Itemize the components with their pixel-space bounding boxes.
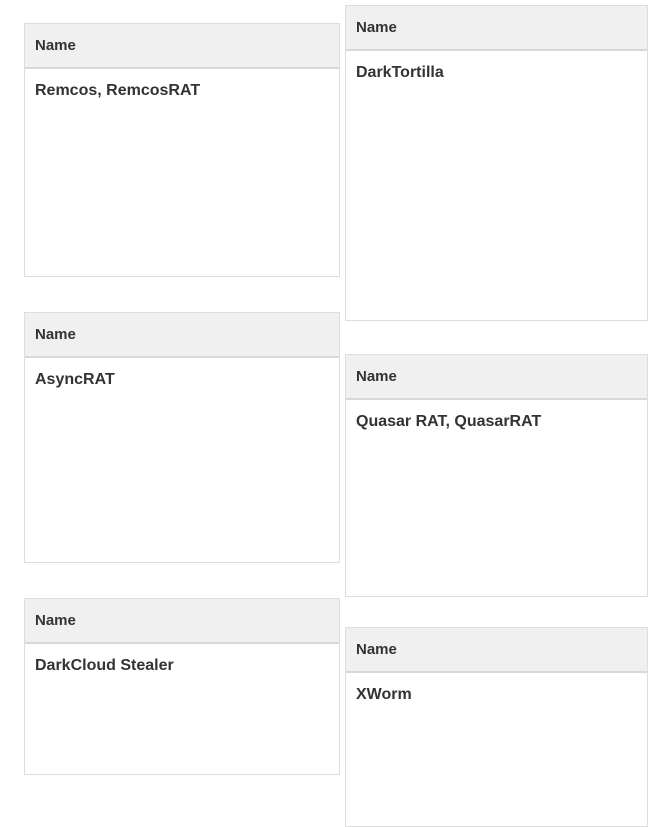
name-table-asyncrat: Name AsyncRAT: [24, 312, 340, 563]
name-table-remcos: Name Remcos, RemcosRAT: [24, 23, 340, 277]
column-header-name: Name: [356, 19, 397, 36]
table-header: Name: [346, 355, 647, 400]
malware-name-value: AsyncRAT: [35, 371, 115, 388]
table-body: DarkTortilla: [346, 51, 647, 94]
malware-name-value: XWorm: [356, 686, 412, 703]
table-body: AsyncRAT: [25, 358, 339, 401]
malware-name-value: DarkCloud Stealer: [35, 657, 174, 674]
table-body: DarkCloud Stealer: [25, 644, 339, 687]
malware-name-value: Remcos, RemcosRAT: [35, 82, 201, 99]
column-header-name: Name: [35, 326, 76, 343]
table-header: Name: [346, 628, 647, 673]
table-header: Name: [25, 313, 339, 358]
table-body: XWorm: [346, 673, 647, 716]
table-header: Name: [346, 6, 647, 51]
column-header-name: Name: [356, 641, 397, 658]
malware-name-value: Quasar RAT, QuasarRAT: [356, 413, 542, 430]
malware-name-value: DarkTortilla: [356, 64, 444, 81]
name-table-darkcloud: Name DarkCloud Stealer: [24, 598, 340, 775]
table-body: Remcos, RemcosRAT: [25, 69, 339, 112]
table-header: Name: [25, 599, 339, 644]
column-header-name: Name: [356, 368, 397, 385]
name-table-darktortilla: Name DarkTortilla: [345, 5, 648, 321]
name-table-quasar: Name Quasar RAT, QuasarRAT: [345, 354, 648, 597]
table-header: Name: [25, 24, 339, 69]
column-header-name: Name: [35, 612, 76, 629]
column-header-name: Name: [35, 37, 76, 54]
name-table-xworm: Name XWorm: [345, 627, 648, 827]
page: { "colors": { "page_background": "#fffff…: [24, 5, 648, 827]
table-body: Quasar RAT, QuasarRAT: [346, 400, 647, 443]
